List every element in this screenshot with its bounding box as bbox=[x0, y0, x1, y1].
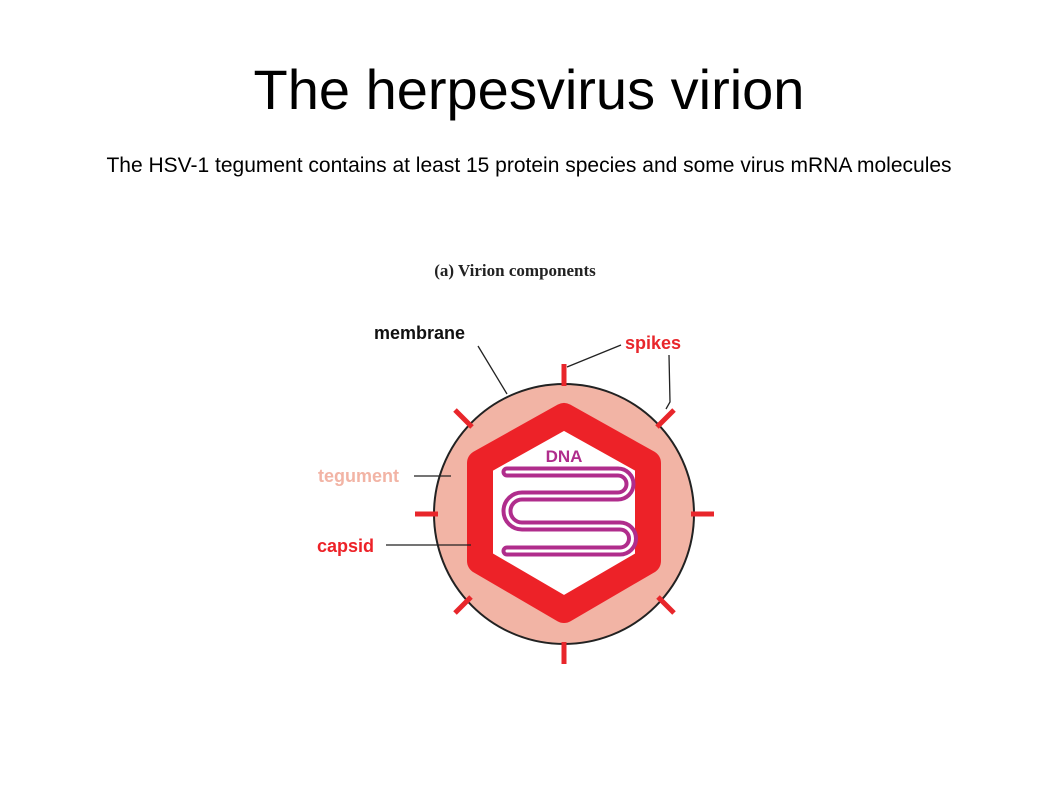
slide-subtitle: The HSV-1 tegument contains at least 15 … bbox=[106, 154, 952, 177]
membrane-leader bbox=[477, 345, 508, 395]
dna-label: DNA bbox=[546, 447, 583, 466]
figure-caption: (a) Virion components bbox=[434, 261, 596, 280]
spikes-leader-right bbox=[665, 354, 671, 410]
leader-lines bbox=[386, 344, 671, 546]
spike bbox=[655, 408, 676, 429]
tegument-label: tegument bbox=[318, 466, 399, 486]
spike bbox=[453, 408, 474, 429]
dna-strand bbox=[501, 466, 638, 557]
capsid-hexagon bbox=[467, 403, 661, 623]
spikes-leader-top bbox=[566, 344, 622, 368]
membrane-label: membrane bbox=[374, 323, 465, 343]
spike bbox=[453, 595, 473, 615]
spikes-label: spikes bbox=[625, 333, 681, 353]
capsid-label: capsid bbox=[317, 536, 374, 556]
spikes-group bbox=[415, 364, 714, 664]
spike bbox=[656, 595, 676, 615]
slide-title: The herpesvirus virion bbox=[253, 58, 805, 121]
